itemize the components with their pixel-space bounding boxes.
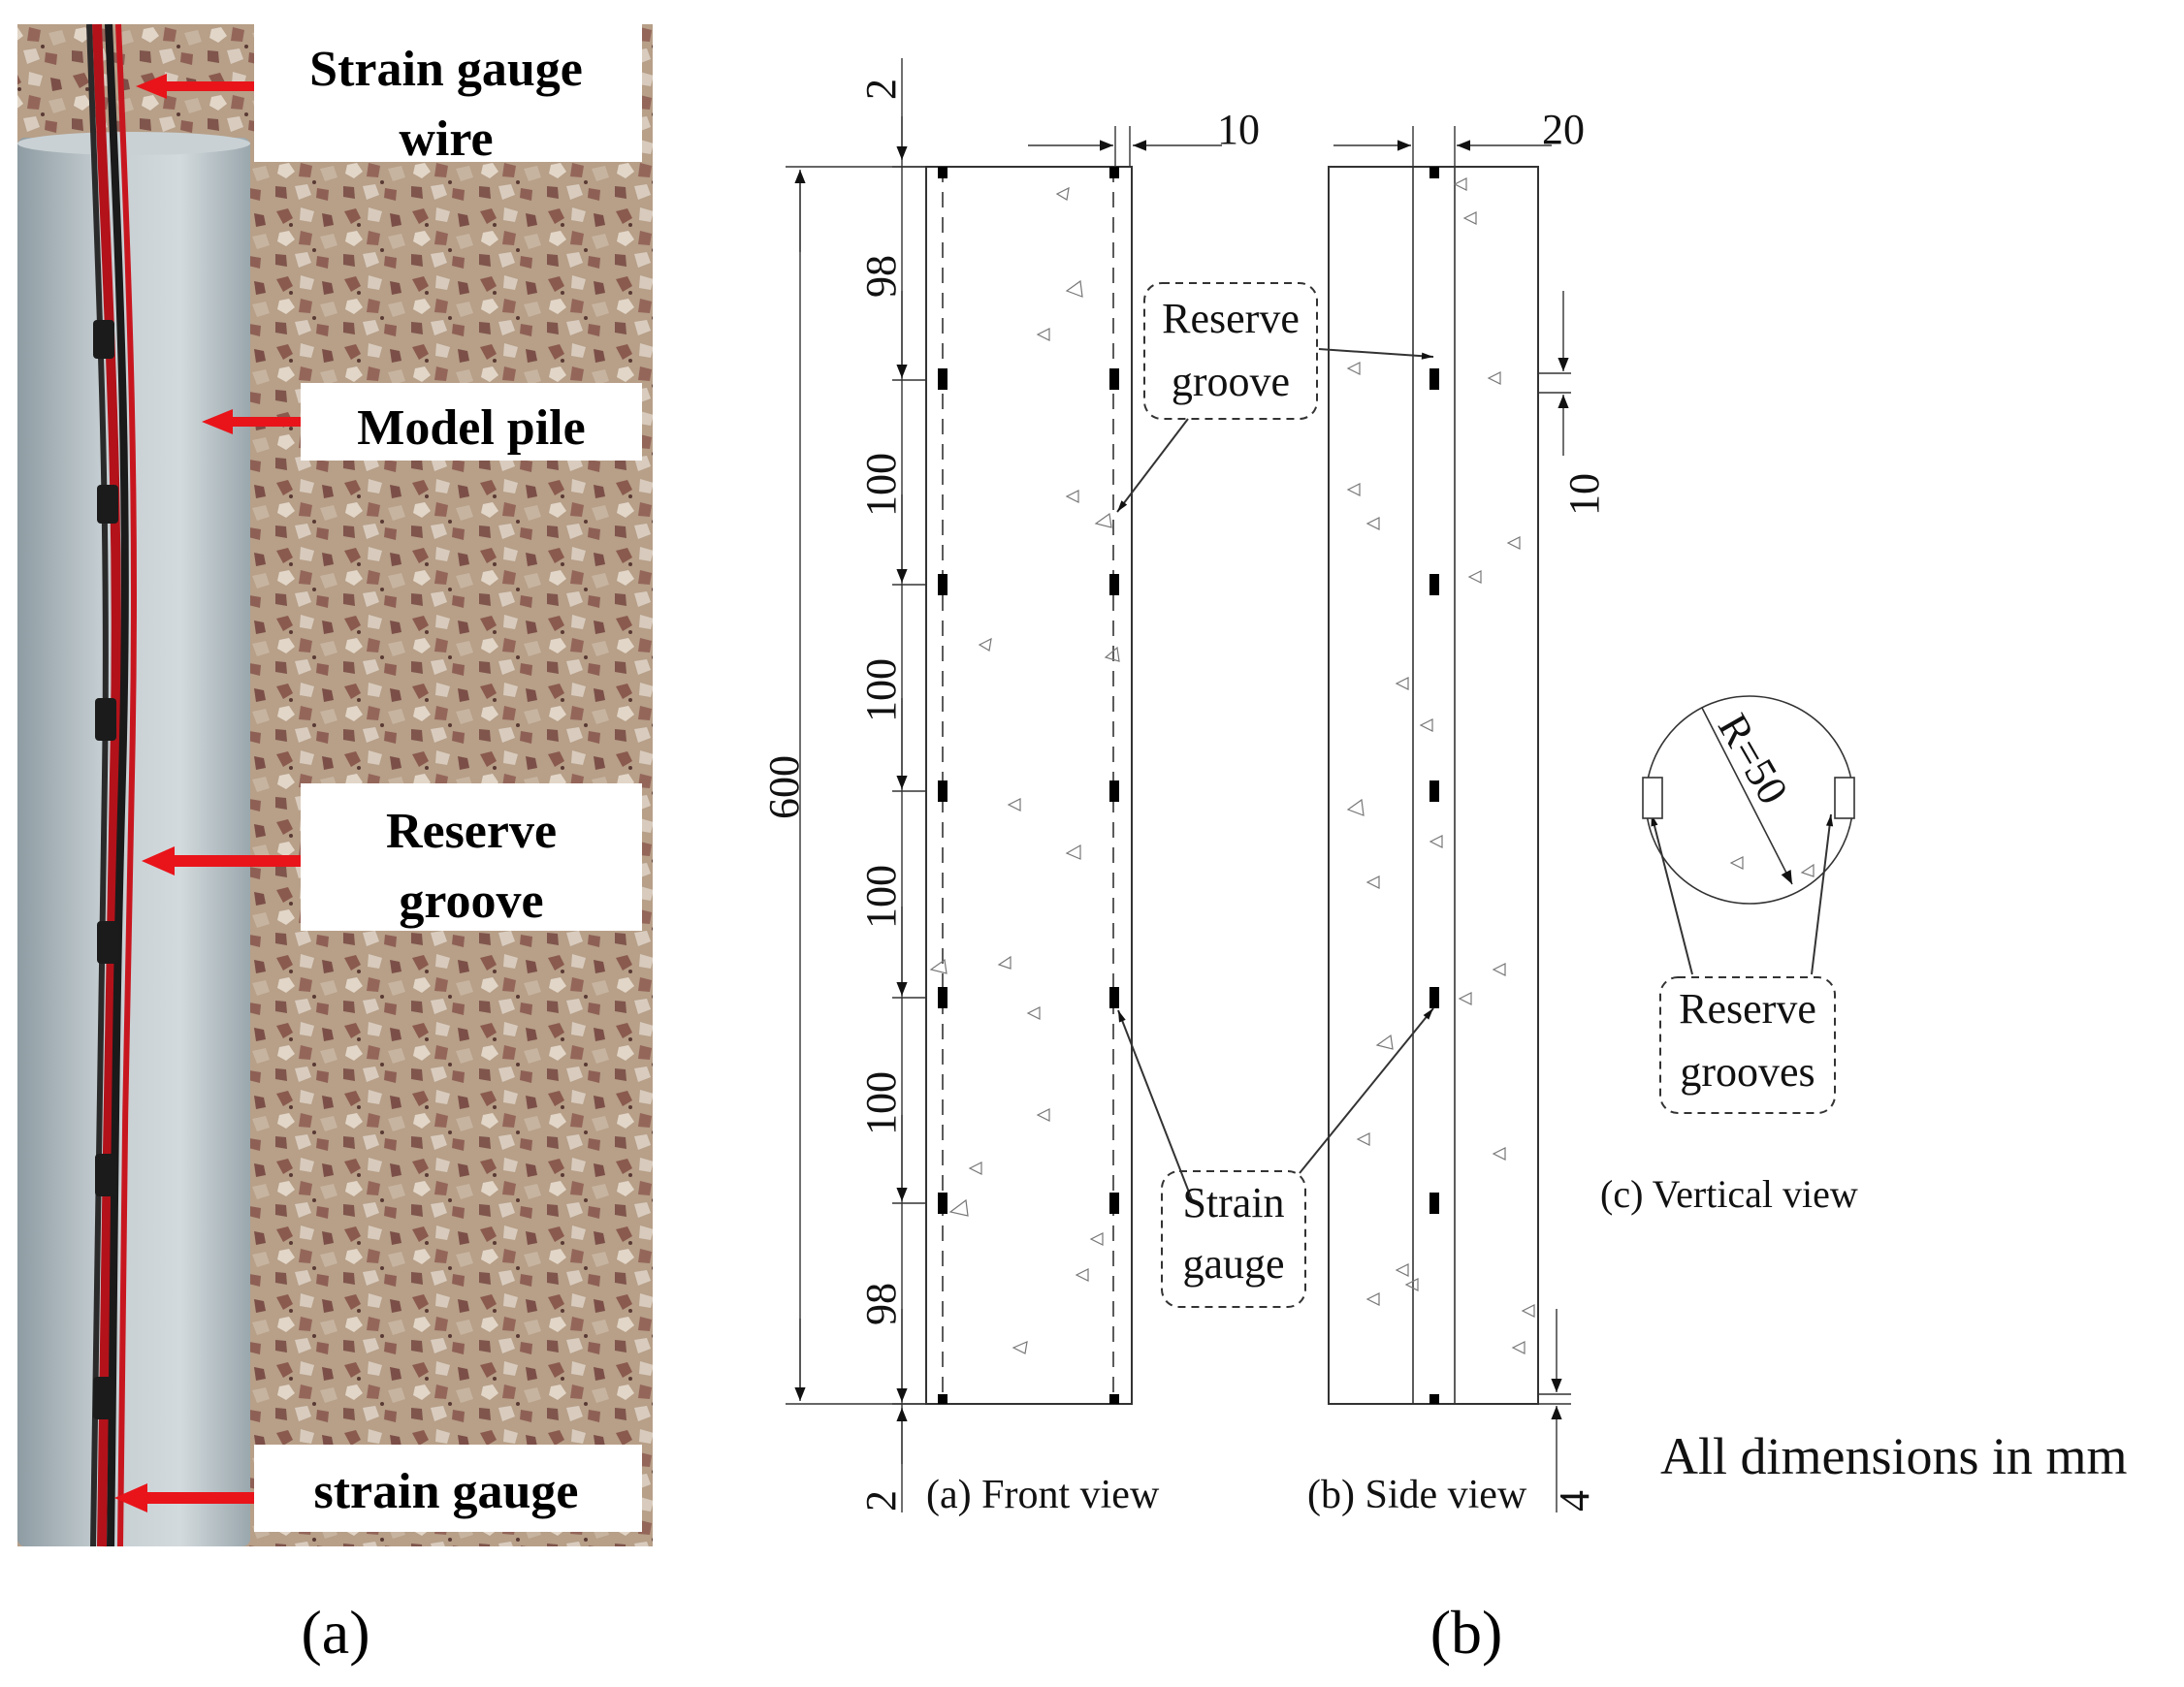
callout-box-strain-gauge xyxy=(1161,1170,1306,1308)
drawing-panel xyxy=(786,58,1855,1512)
dim-seg-1: 100 xyxy=(857,453,905,517)
radius-line xyxy=(1701,707,1793,885)
callout-reserve-groove: Reserve groove xyxy=(142,783,642,931)
caption-vertical-view: (c) Vertical view xyxy=(1600,1172,1858,1216)
callout-strain-gauge: strain gauge xyxy=(114,1445,642,1532)
concrete-hatch xyxy=(929,177,1535,1354)
red-arrow-groove xyxy=(142,846,301,875)
dim-gauge-length: 10 xyxy=(1560,473,1608,516)
right-groove xyxy=(1834,777,1855,819)
arrow-to-front-groove xyxy=(1116,418,1189,513)
bottom-offset-dimension xyxy=(1538,1309,1571,1512)
callout-box-reserve-groove xyxy=(1143,282,1318,420)
dim-seg-top: 98 xyxy=(857,255,905,298)
photo-panel: Strain gauge wire Model pile Reserve gro… xyxy=(17,23,653,1547)
vertical-view xyxy=(1642,695,1855,905)
drawing-text: 2 2 600 98 100 100 100 100 98 10 20 10 4… xyxy=(760,79,2128,1517)
dim-bottom-gap: 2 xyxy=(857,1490,905,1512)
arrow-to-side-groove xyxy=(1318,348,1434,360)
front-view xyxy=(925,166,1133,1405)
callout-strain-gauge-text: strain gauge xyxy=(314,1464,579,1519)
dim-seg-2: 100 xyxy=(857,658,905,722)
callout-groove-line1: Reserve xyxy=(386,804,557,859)
front-groove-dimension xyxy=(1028,126,1222,167)
strain-gauge-marks xyxy=(938,167,1439,1404)
callout-strain-gauge-line2: gauge xyxy=(1182,1240,1284,1288)
front-view-outline xyxy=(925,166,1133,1405)
gauge-length-dimension xyxy=(1538,291,1571,456)
red-arrow-model-pile xyxy=(202,409,301,434)
dim-radius: R=50 xyxy=(1709,706,1798,812)
dim-top-gap: 2 xyxy=(857,79,905,100)
callout-strain-gauge-line1: Strain xyxy=(1182,1179,1284,1226)
panel-label-a: (a) xyxy=(301,1598,369,1667)
dim-front-groove-width: 10 xyxy=(1217,106,1260,153)
red-arrow-strain-gauge xyxy=(114,1483,254,1512)
arrow-to-right-groove xyxy=(1811,813,1834,975)
callout-strain-gauge-wire: Strain gauge wire xyxy=(136,24,642,167)
dim-bottom-offset: 4 xyxy=(1551,1490,1598,1512)
caption-units: All dimensions in mm xyxy=(1660,1427,2128,1485)
arrow-to-side-gauge xyxy=(1299,1007,1434,1174)
callout-box-reserve-grooves xyxy=(1659,976,1836,1114)
dim-side-groove-width: 20 xyxy=(1542,106,1585,153)
caption-front-view: (a) Front view xyxy=(926,1473,1160,1517)
callout-model-pile: Model pile xyxy=(202,383,642,461)
left-groove xyxy=(1642,777,1663,819)
callout-groove-line2: groove xyxy=(399,874,543,929)
callout-wire-line1: Strain gauge xyxy=(309,42,583,97)
callout-reserve-groove-line1: Reserve xyxy=(1162,295,1300,342)
arrow-to-front-gauge xyxy=(1117,1009,1194,1203)
pile-top xyxy=(17,132,250,155)
callout-reserve-grooves-line1: Reserve xyxy=(1679,985,1816,1033)
panel-label-b: (b) xyxy=(1430,1598,1503,1667)
callout-model-pile-text: Model pile xyxy=(357,400,585,456)
wire-bundle xyxy=(86,23,138,1547)
callout-wire-line2: wire xyxy=(399,111,493,167)
segment-dimension-chain xyxy=(892,58,926,1512)
model-pile-photo xyxy=(17,138,250,1546)
overall-dimension xyxy=(786,166,926,1405)
dim-seg-bottom: 98 xyxy=(857,1283,905,1325)
dim-seg-4: 100 xyxy=(857,1071,905,1135)
arrow-to-left-groove xyxy=(1651,813,1693,975)
red-arrow-wire xyxy=(136,74,254,99)
caption-side-view: (b) Side view xyxy=(1307,1473,1527,1517)
callout-reserve-groove-line2: groove xyxy=(1172,358,1290,405)
dim-total-length: 600 xyxy=(760,755,808,819)
side-groove-dimension xyxy=(1333,126,1552,167)
dim-seg-3: 100 xyxy=(857,865,905,929)
gauge-blocks xyxy=(93,320,118,1419)
callout-reserve-grooves-line2: grooves xyxy=(1680,1048,1815,1096)
